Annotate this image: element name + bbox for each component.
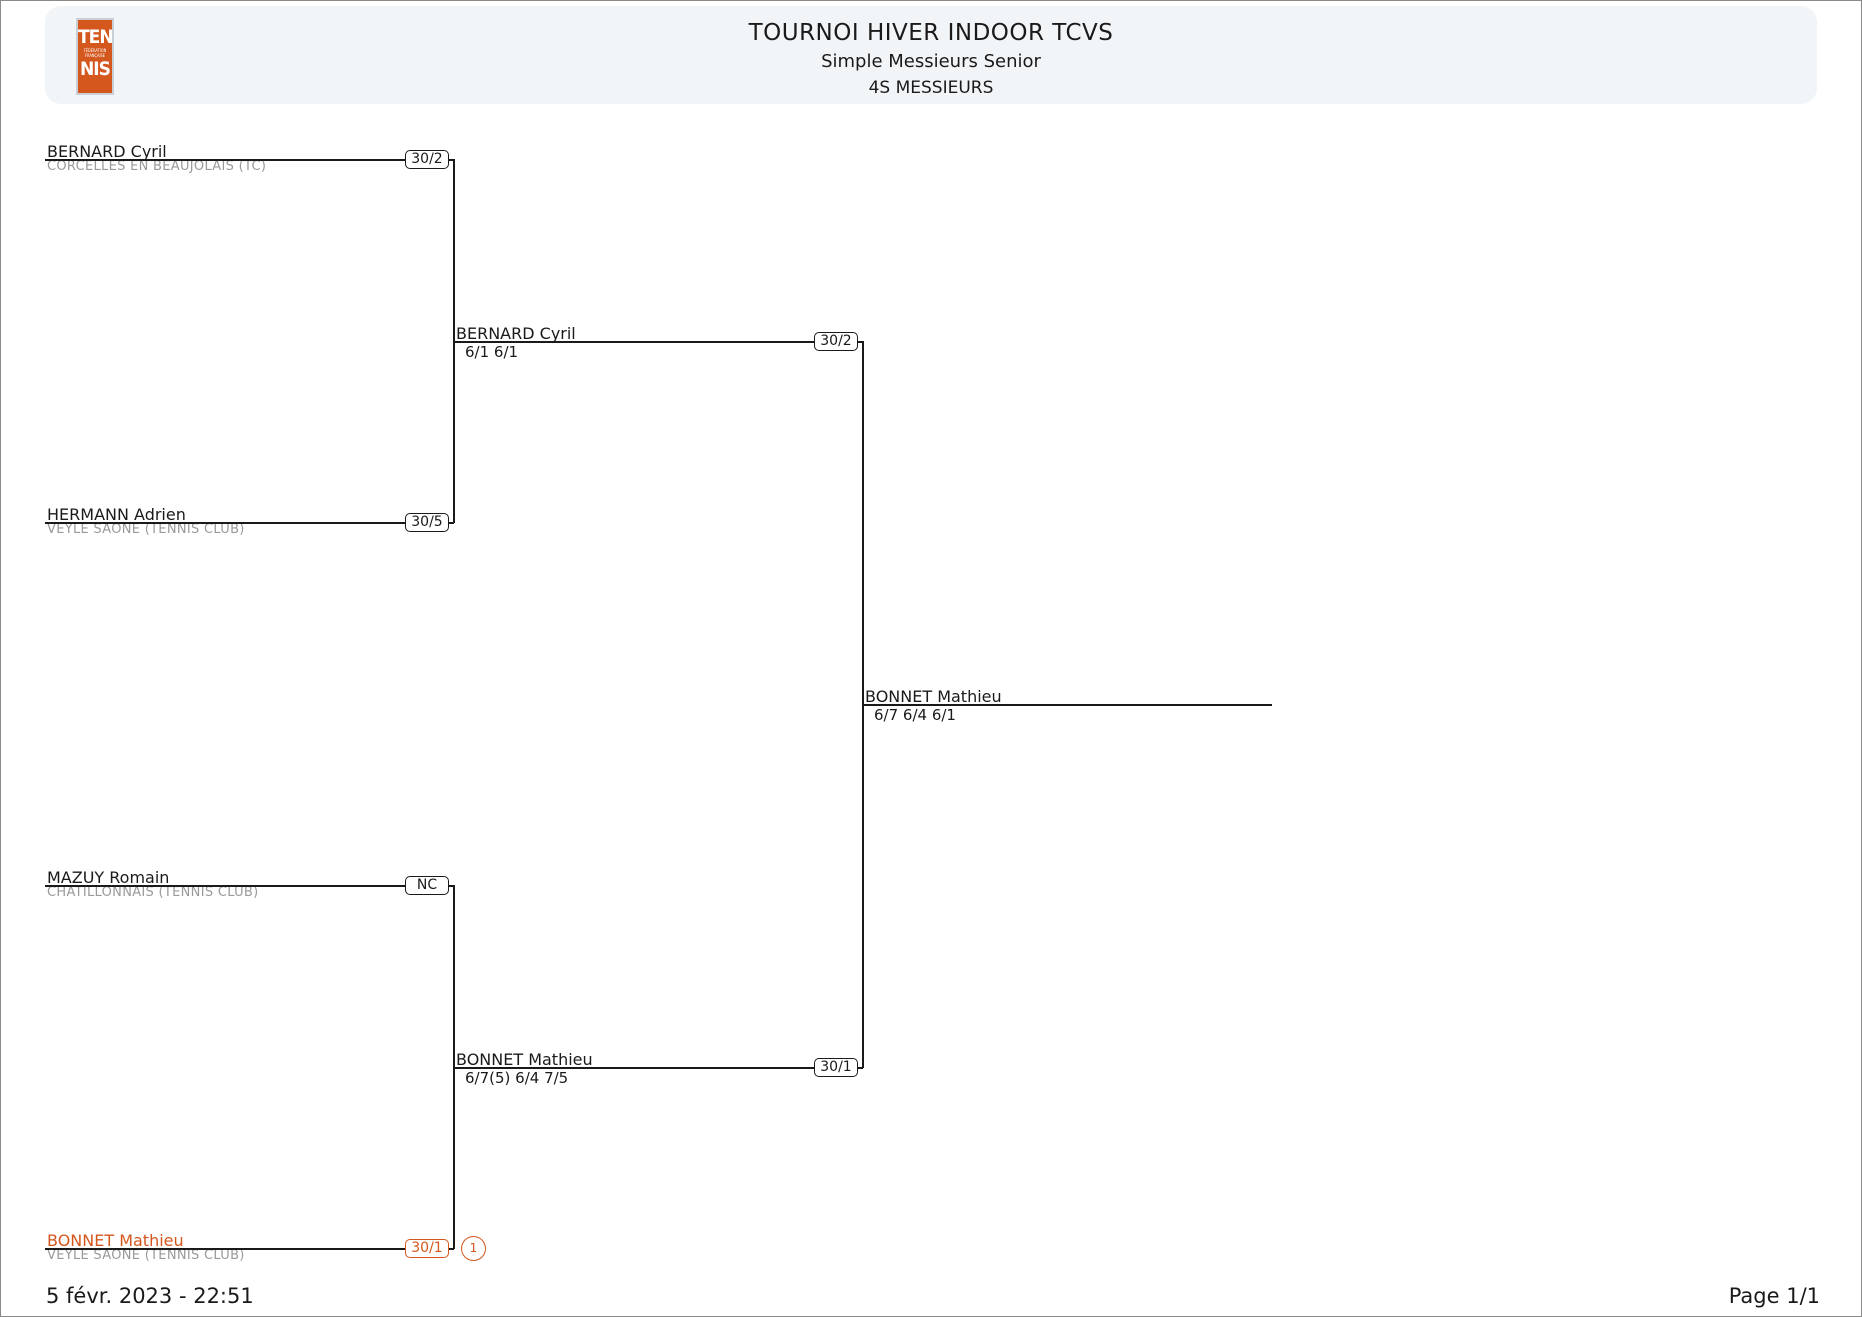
logo-text-bottom: NIS <box>80 58 111 80</box>
player-club: VEYLE SAONE (TENNIS CLUB) <box>47 522 245 537</box>
bracket-line <box>863 704 1272 706</box>
bracket-line <box>45 885 406 887</box>
bracket-connector <box>858 1067 863 1069</box>
match-winner-name[interactable]: BERNARD Cyril <box>456 324 576 343</box>
ranking-badge: 30/2 <box>405 150 449 169</box>
ranking-badge: NC <box>405 876 449 895</box>
bracket-connector <box>449 885 454 887</box>
player-club: CHATILLONNAIS (TENNIS CLUB) <box>47 885 259 900</box>
tournament-subtitle: Simple Messieurs Senior <box>821 51 1041 72</box>
final-score: 6/7 6/4 6/1 <box>874 706 956 724</box>
player-club: CORCELLES EN BEAUJOLAIS (TC) <box>47 159 267 174</box>
player-name-seeded[interactable]: BONNET Mathieu <box>47 1231 184 1250</box>
bracket-line <box>454 1067 815 1069</box>
logo-text-top: TEN <box>78 26 113 48</box>
ranking-badge: 30/1 <box>814 1058 858 1077</box>
print-date: 5 févr. 2023 - 22:51 <box>46 1284 254 1308</box>
player-name[interactable]: MAZUY Romain <box>47 868 170 887</box>
bracket-connector <box>449 1248 454 1250</box>
bracket-line <box>454 341 815 343</box>
bracket-line <box>45 159 406 161</box>
fft-tennis-logo: TEN FÉDÉRATION FRANÇAISE NIS <box>76 18 114 95</box>
bracket-connector <box>453 159 455 523</box>
event-name: 4S MESSIEURS <box>868 78 994 98</box>
match-score: 6/7(5) 6/4 7/5 <box>465 1069 569 1087</box>
player-club: VEYLE SAONE (TENNIS CLUB) <box>47 1248 245 1263</box>
page-number: Page 1/1 <box>1728 1284 1820 1308</box>
bracket-connector <box>449 159 454 161</box>
logo-text-middle: FÉDÉRATION FRANÇAISE <box>83 48 107 58</box>
bracket-connector <box>858 341 863 343</box>
ranking-badge: 30/5 <box>405 513 449 532</box>
bracket-connector <box>449 522 454 524</box>
seed-badge: 1 <box>461 1236 486 1261</box>
bracket-connector <box>862 341 864 1068</box>
player-name[interactable]: HERMANN Adrien <box>47 505 186 524</box>
tournament-winner-name[interactable]: BONNET Mathieu <box>865 687 1002 706</box>
ranking-badge-seeded: 30/1 <box>405 1239 449 1258</box>
match-winner-name[interactable]: BONNET Mathieu <box>456 1050 593 1069</box>
tournament-title: TOURNOI HIVER INDOOR TCVS <box>748 20 1114 46</box>
ranking-badge: 30/2 <box>814 332 858 351</box>
bracket-connector <box>453 885 455 1249</box>
header-banner <box>45 6 1817 104</box>
bracket-line <box>45 1248 406 1250</box>
player-name[interactable]: BERNARD Cyril <box>47 142 167 161</box>
bracket-line <box>45 522 406 524</box>
match-score: 6/1 6/1 <box>465 343 519 361</box>
